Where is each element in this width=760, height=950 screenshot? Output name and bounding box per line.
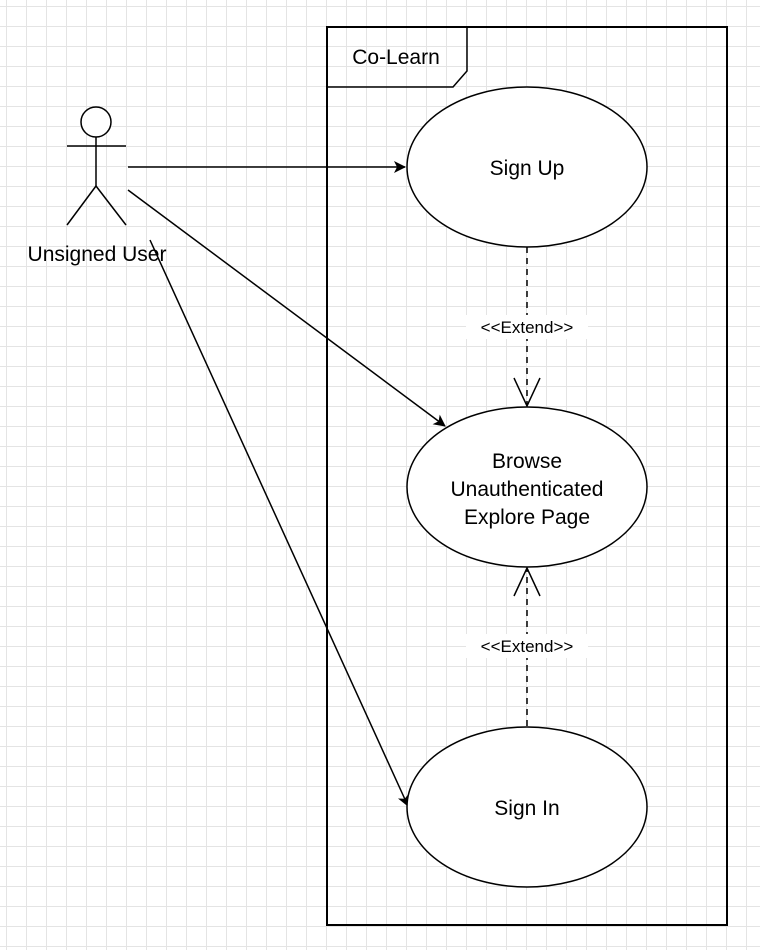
association-sign-in [149,239,409,807]
actor-name: Unsigned User [28,243,167,266]
use-case-browse-explore[interactable]: Browse Unauthenticated Explore Page [406,406,648,568]
system-boundary: Co-Learn [326,26,728,926]
actor-unsigned-user[interactable]: Unsigned User [28,106,167,266]
use-case-sign-in[interactable]: Sign In [406,726,648,888]
system-name: Co-Learn [352,46,440,69]
use-case-sign-up[interactable]: Sign Up [406,86,648,248]
extend-label-top: <<Extend>> [481,318,574,337]
use-case-label: Sign Up [490,157,565,180]
use-case-label-line-1: Browse [492,450,562,473]
extend-label-bottom: <<Extend>> [481,637,574,656]
extend-relation-top: <<Extend>> [466,247,588,408]
stick-figure-icon [66,106,127,226]
extend-relation-bottom: <<Extend>> [466,566,588,726]
association-lines [127,161,446,807]
use-case-label: Sign In [494,797,559,820]
association-browse [127,189,446,427]
use-case-label-line-2: Unauthenticated [451,478,604,501]
use-case-label-line-3: Explore Page [464,506,590,529]
